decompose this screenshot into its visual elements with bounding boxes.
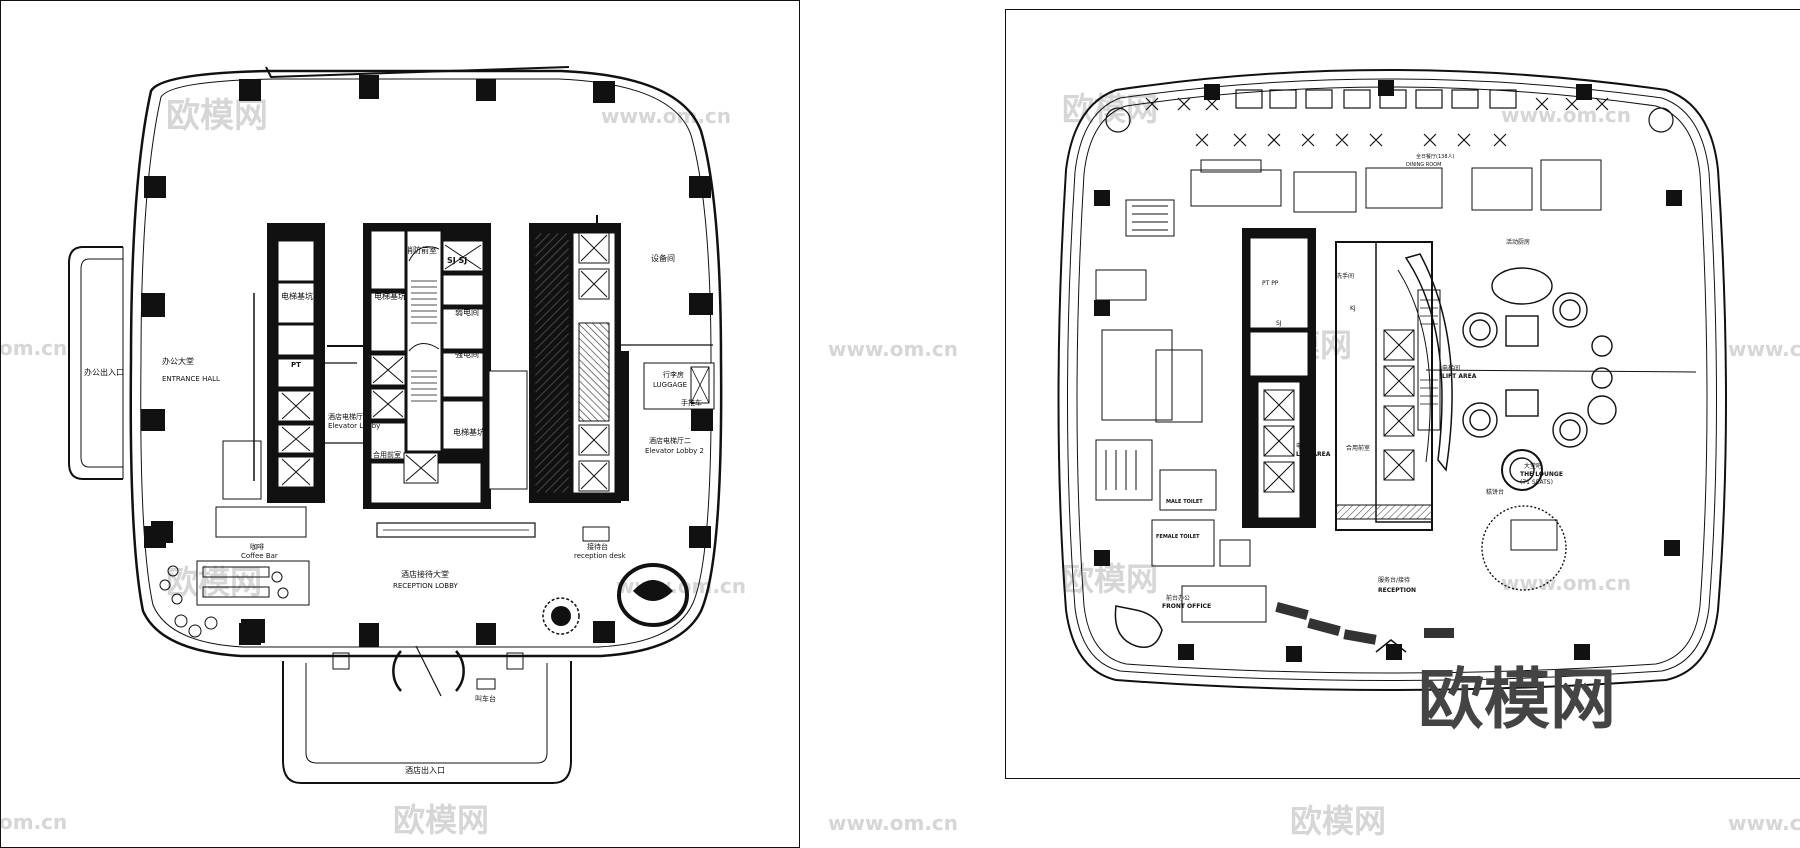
valet-stand — [476, 678, 496, 690]
service-rooms — [1095, 269, 1267, 623]
coffee-bar — [151, 440, 310, 643]
label-restaurant-en: DINING ROOM — [1406, 162, 1441, 168]
watermark-brand: 欧模网 — [1062, 90, 1158, 128]
label-hotel-lobby-cn: 酒店接待大堂 — [401, 569, 449, 579]
lobby-bench — [376, 522, 536, 538]
label-luggage-en: LUGGAGE — [653, 381, 687, 389]
label-restaurant-header: 全日餐厅(138人) — [1416, 153, 1454, 160]
label-front-office-cn: 前台办公 — [1166, 594, 1190, 602]
building-outline — [129, 69, 723, 658]
watermark-brand: 欧模网 — [1290, 802, 1386, 840]
label-weak-current-room: 弱电间 — [455, 307, 479, 317]
label-strong-current-room: 强电间 — [455, 349, 479, 359]
core-middle — [363, 223, 491, 509]
label-coffee-cn: 咖啡 — [250, 542, 264, 551]
watermark-url-cut: www.c — [1728, 811, 1800, 835]
label-lift-area-en-1: LIFT AREA — [1442, 373, 1477, 380]
watermark-url: www.om.cn — [828, 811, 958, 835]
watermark-url: www.om.cn — [828, 337, 958, 361]
floor-plan-a-drawing: 欧模网 www.om.cn om.cn www.om.cn 欧模网 欧模网 om… — [1, 66, 746, 839]
label-luggage-cn: 行李房 — [663, 370, 684, 379]
label-common-front: 合用前室 — [1346, 444, 1370, 452]
label-activity-kitchen: 活动厨房 — [1506, 238, 1530, 246]
label-reception-cn: 接待台 — [587, 542, 608, 551]
label-wash-room: 洗手间 — [1336, 272, 1354, 280]
watermark-brand: 欧模网 — [393, 801, 489, 839]
office-entrance-canopy — [68, 246, 123, 480]
watermark-url: www.om.cn — [1501, 103, 1631, 127]
label-deli: 糕饼台 — [1486, 488, 1504, 496]
revolving-door — [332, 645, 524, 697]
label-hotel-entrance: 酒店出入口 — [405, 765, 445, 775]
floor-plan-b-drawing: 欧模网 欧模网 www.om.cn 欧模网 www.c www.om.cn — [1057, 69, 1800, 738]
luggage-room — [643, 362, 715, 410]
watermark-brand: 欧模网 — [166, 96, 268, 136]
label-elevator-shaft-3: 电梯基坑 — [453, 427, 485, 437]
lounge-round-tables — [1462, 267, 1617, 591]
core-right — [488, 223, 629, 503]
label-hotel-lobby-en: RECEPTION LOBBY — [393, 582, 459, 590]
label-lift-area-cn-2: 电梯厅 — [1296, 442, 1314, 450]
label-kj: KJ — [1350, 305, 1356, 312]
structural-columns — [1094, 80, 1682, 662]
buffet-stations — [1125, 159, 1602, 237]
watermark-brand-large: 欧模网 — [1418, 661, 1616, 738]
reception-desks — [1275, 602, 1454, 645]
label-office-lobby-en: ENTRANCE HALL — [162, 375, 220, 383]
floor-plan-sheet-a: 欧模网 www.om.cn om.cn www.om.cn 欧模网 欧模网 om… — [0, 0, 800, 848]
building-outline — [1057, 69, 1727, 691]
label-lounge-cn: 大堂吧 — [1524, 462, 1542, 470]
label-elevator-shaft-2: 电梯基坑 — [374, 291, 406, 301]
label-sj: SJ SJ — [447, 256, 467, 265]
label-lift-area-cn-1: 电梯间 — [1442, 364, 1460, 372]
label-female-toilet: FEMALE TOILET — [1156, 534, 1200, 540]
watermark-url: www.om.cn — [1501, 571, 1631, 595]
lift-core-right — [1335, 241, 1441, 531]
label-fire-front-room: 消防前室 — [405, 245, 437, 255]
label-office-lobby-cn: 办公大堂 — [162, 356, 194, 366]
label-elevator-shaft-1: 电梯基坑 — [281, 291, 313, 301]
label-pt: PT — [291, 361, 301, 369]
core-left — [267, 223, 325, 503]
lift-core-left — [1242, 228, 1316, 528]
label-reception-en: reception desk — [574, 552, 627, 560]
label-trolley: 手推车 — [681, 398, 702, 407]
label-elevator-lobby-2-cn: 酒店电梯厅二 — [649, 436, 691, 445]
hotel-entrance-canopy — [282, 661, 572, 784]
label-pt-pp: PT PP — [1262, 280, 1279, 287]
label-equipment-room: 设备间 — [651, 253, 675, 263]
floor-plan-sheet-b: 欧模网 欧模网 www.om.cn 欧模网 www.c www.om.cn — [1005, 9, 1800, 779]
plant-icon — [542, 597, 580, 635]
label-valet: 叫车台 — [475, 694, 496, 703]
label-lounge-en: THE LOUNGE — [1520, 471, 1563, 478]
label-hotel-elevator-lobby-cn: 酒店电梯厅 — [328, 412, 363, 421]
label-common-front-room: 合用前室 — [373, 450, 401, 459]
label-lounge-seats: (71 SEATS) — [1520, 479, 1553, 486]
label-coffee-en: Coffee Bar — [241, 552, 278, 560]
front-office-desk — [1114, 605, 1163, 648]
label-lift-area-en-2: LIFT AREA — [1296, 451, 1331, 458]
watermark-brand: 欧模网 — [1062, 560, 1158, 598]
watermark-url: www.om.cn — [601, 104, 731, 128]
reception-desk — [582, 526, 610, 542]
label-office-entrance: 办公出入口 — [84, 367, 124, 377]
lounge-seating-round — [617, 563, 689, 627]
label-front-office-en: FRONT OFFICE — [1162, 603, 1211, 610]
dining-tables-top-row — [1105, 89, 1674, 147]
watermark-brand: 欧模网 — [166, 563, 262, 601]
watermark-url-cut: www.c — [1728, 337, 1800, 361]
watermark-url-partial: om.cn — [1, 810, 67, 834]
lounge-curved-bar — [1404, 253, 1453, 472]
label-sj: SJ — [1276, 320, 1282, 327]
label-elevator-lobby-2-en: Elevator Lobby 2 — [645, 447, 704, 455]
label-hotel-elevator-lobby-en: Elevator Lobby — [328, 422, 380, 430]
label-reception-en: RECEPTION — [1378, 587, 1416, 594]
label-reception-cn: 服务台/接待 — [1378, 576, 1410, 584]
watermark-url-partial: om.cn — [1, 336, 67, 360]
lounge-sofa — [1510, 519, 1558, 551]
label-male-toilet: MALE TOILET — [1166, 499, 1203, 505]
